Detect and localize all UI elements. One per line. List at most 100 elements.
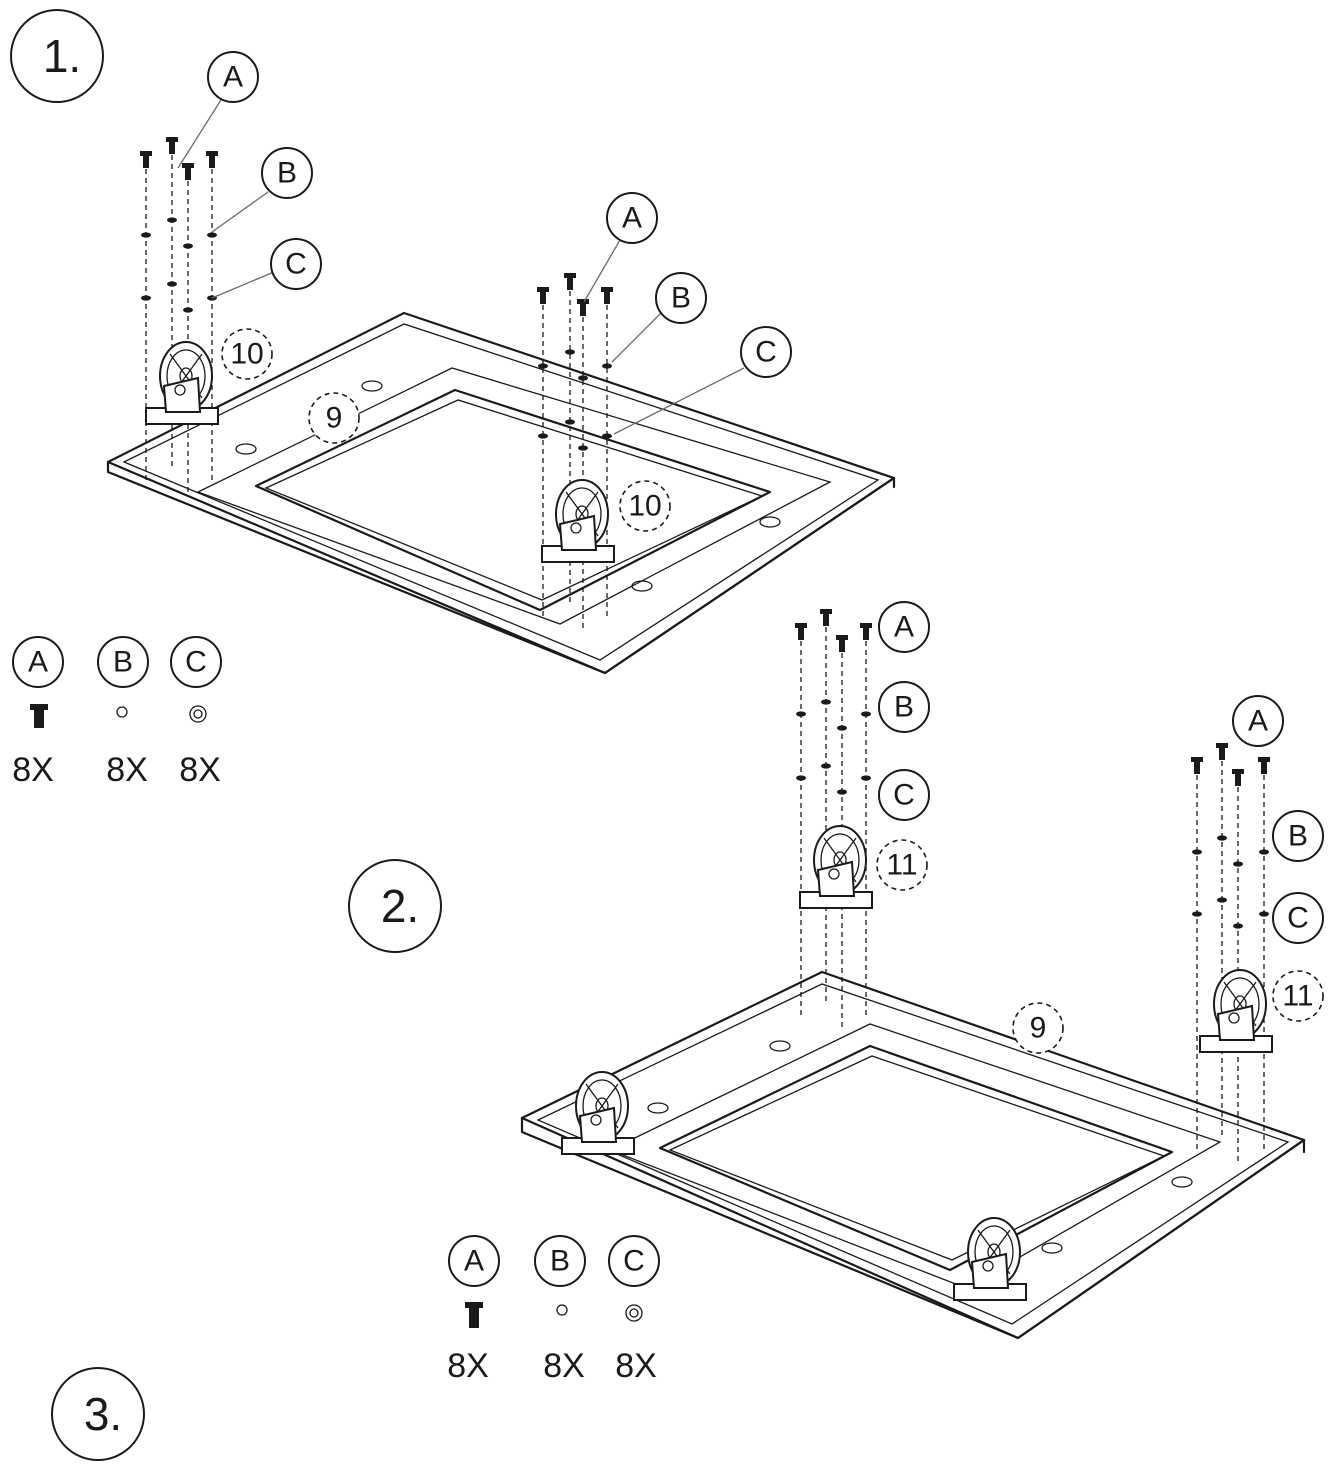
svg-text:C: C bbox=[185, 646, 207, 679]
bolt-icon bbox=[564, 273, 576, 290]
svg-text:B: B bbox=[1288, 820, 1308, 853]
callout-c: C bbox=[740, 326, 792, 378]
svg-text:A: A bbox=[464, 1245, 484, 1278]
svg-text:8X: 8X bbox=[543, 1347, 585, 1385]
bolt-icon bbox=[30, 704, 48, 728]
caster-wheel-icon bbox=[561, 1071, 635, 1155]
step-number-circle: 2. bbox=[348, 859, 442, 953]
svg-text:8X: 8X bbox=[179, 751, 221, 789]
step-number: 3. bbox=[84, 1388, 122, 1440]
step-1: 1. bbox=[10, 9, 896, 789]
caster-wheel-icon bbox=[799, 825, 873, 909]
svg-text:A: A bbox=[894, 611, 914, 644]
callout-a: A bbox=[878, 601, 930, 653]
slot-hole bbox=[631, 580, 653, 592]
slot-hole bbox=[1041, 1242, 1063, 1254]
bolt-icon bbox=[577, 299, 589, 316]
bolt-icon bbox=[820, 609, 832, 626]
callout-b: B bbox=[655, 272, 707, 324]
slot-hole bbox=[235, 443, 257, 455]
svg-text:8X: 8X bbox=[106, 751, 148, 789]
base-frame bbox=[106, 311, 896, 675]
callout-caster: 10 bbox=[221, 328, 273, 380]
svg-text:A: A bbox=[28, 646, 48, 679]
callout-b: B bbox=[878, 681, 930, 733]
svg-text:C: C bbox=[755, 336, 777, 369]
svg-text:8X: 8X bbox=[615, 1347, 657, 1385]
svg-text:9: 9 bbox=[326, 402, 343, 435]
bolt-icon bbox=[465, 1302, 483, 1328]
svg-text:B: B bbox=[894, 691, 914, 724]
parts-legend: A B C 8X 8X 8X bbox=[12, 636, 222, 789]
callout-base: 9 bbox=[1012, 1002, 1064, 1054]
callout-a: A bbox=[207, 51, 259, 103]
slot-hole bbox=[769, 1040, 791, 1052]
svg-text:B: B bbox=[671, 282, 691, 315]
bolt-icon bbox=[1216, 743, 1228, 760]
caster-wheel-icon bbox=[953, 1217, 1027, 1301]
fastener-stack-left bbox=[795, 609, 873, 1028]
slot-hole bbox=[1171, 1176, 1193, 1188]
step-2: 2. bbox=[348, 601, 1324, 1385]
caster-wheel-icon bbox=[145, 341, 219, 425]
parts-legend: A B C 8X 8X 8X bbox=[447, 1235, 660, 1385]
fastener-stack-left bbox=[140, 137, 219, 496]
caster-wheel-icon bbox=[1199, 969, 1273, 1053]
svg-text:C: C bbox=[893, 779, 915, 812]
bolt-icon bbox=[206, 151, 218, 168]
bolt-icon bbox=[140, 151, 152, 168]
lock-washer-icon bbox=[556, 1304, 568, 1316]
bolt-icon bbox=[601, 287, 613, 304]
svg-text:A: A bbox=[223, 61, 243, 94]
slot-hole bbox=[759, 516, 781, 528]
slot-hole bbox=[647, 1102, 669, 1114]
step-number: 1. bbox=[43, 30, 81, 82]
callout-a: A bbox=[1232, 695, 1284, 747]
bolt-icon bbox=[1258, 757, 1270, 774]
bolt-icon bbox=[166, 137, 178, 154]
fastener-stack-right bbox=[1191, 743, 1273, 1162]
svg-text:B: B bbox=[550, 1245, 570, 1278]
flat-washer-icon bbox=[625, 1304, 643, 1322]
base-frame bbox=[520, 970, 1306, 1340]
bolt-icon bbox=[182, 163, 194, 180]
callout-a: A bbox=[606, 192, 658, 244]
lock-washer-icon bbox=[116, 706, 128, 718]
caster-wheel-icon bbox=[541, 479, 615, 563]
callout-caster: 10 bbox=[619, 480, 671, 532]
callout-caster: 11 bbox=[1272, 970, 1324, 1022]
svg-text:A: A bbox=[622, 202, 642, 235]
svg-text:C: C bbox=[285, 248, 307, 281]
callout-base: 9 bbox=[308, 392, 360, 444]
callout-c: C bbox=[878, 769, 930, 821]
bolt-icon bbox=[537, 287, 549, 304]
svg-text:C: C bbox=[623, 1245, 645, 1278]
step-3: 3. bbox=[51, 1367, 145, 1461]
callout-caster: 11 bbox=[876, 839, 928, 891]
svg-text:10: 10 bbox=[628, 490, 661, 523]
callout-b: B bbox=[261, 147, 313, 199]
svg-text:11: 11 bbox=[1282, 980, 1313, 1013]
callout-c: C bbox=[1272, 892, 1324, 944]
svg-text:8X: 8X bbox=[12, 751, 54, 789]
bolt-icon bbox=[860, 623, 872, 640]
svg-text:A: A bbox=[1248, 705, 1268, 738]
bolt-icon bbox=[1191, 757, 1203, 774]
svg-text:8X: 8X bbox=[447, 1347, 489, 1385]
bolt-icon bbox=[1232, 769, 1244, 786]
svg-text:10: 10 bbox=[230, 338, 263, 371]
svg-text:B: B bbox=[113, 646, 133, 679]
callout-b: B bbox=[1272, 810, 1324, 862]
fastener-stack-right bbox=[537, 273, 615, 632]
svg-text:9: 9 bbox=[1030, 1012, 1047, 1045]
svg-text:B: B bbox=[277, 157, 297, 190]
slot-hole bbox=[361, 380, 383, 392]
bolt-icon bbox=[795, 623, 807, 640]
flat-washer-icon bbox=[189, 705, 207, 723]
bolt-icon bbox=[836, 635, 848, 652]
step-number-circle: 1. bbox=[10, 9, 104, 103]
callout-c: C bbox=[270, 238, 322, 290]
svg-text:11: 11 bbox=[886, 849, 917, 882]
